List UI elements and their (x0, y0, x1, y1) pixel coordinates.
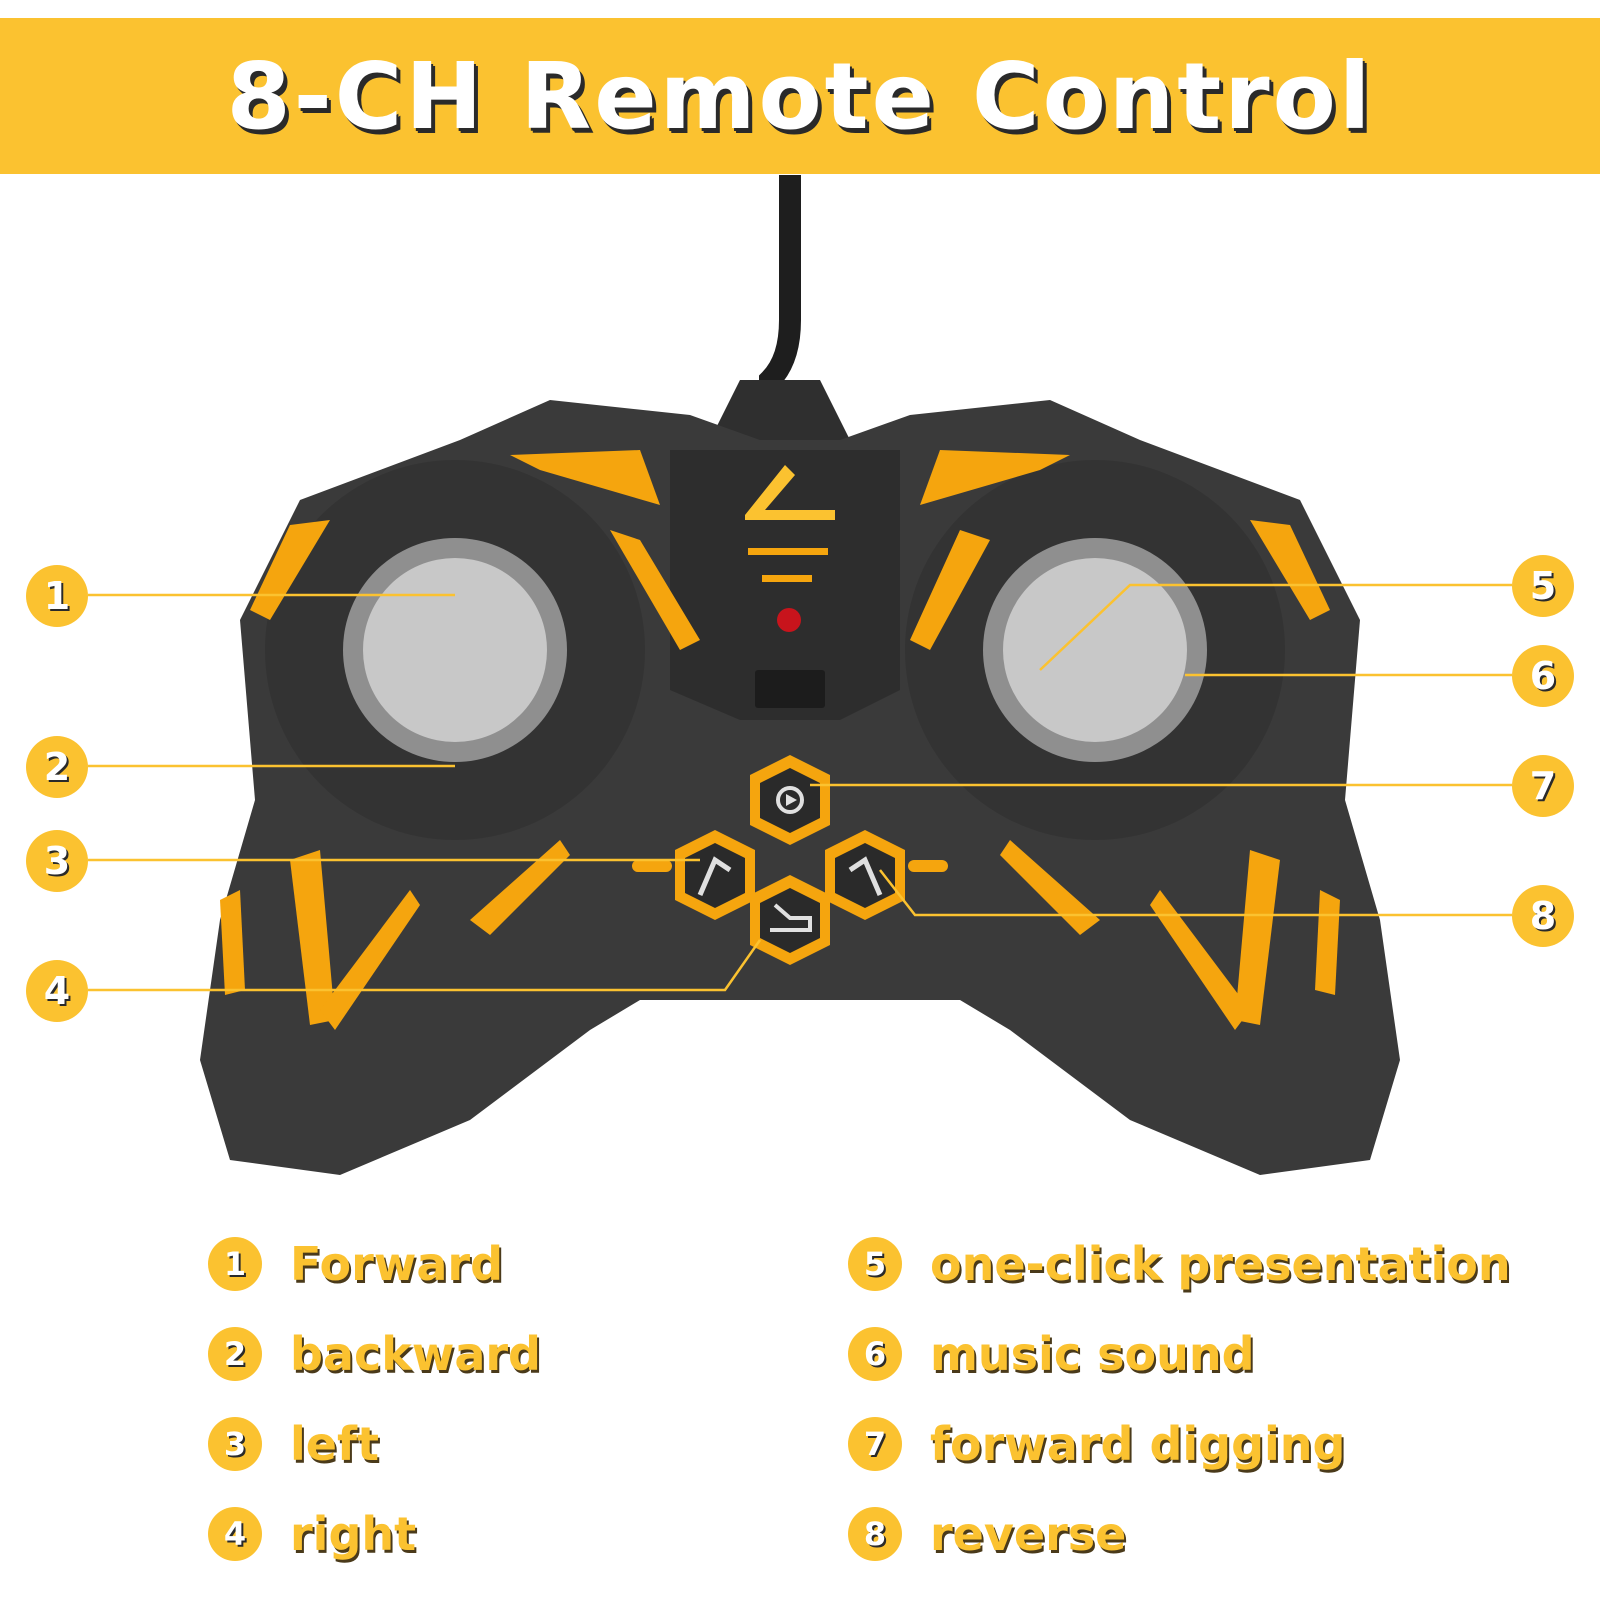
center-panel (670, 450, 900, 720)
body-accents (220, 450, 1340, 1030)
page-title: 8-CH Remote Control (226, 42, 1374, 150)
callout-lines (88, 583, 1512, 992)
callout-8: 8 (1512, 885, 1574, 947)
callout-7: 7 (1512, 755, 1574, 817)
gear-play-icon (776, 786, 804, 814)
controller-neck (710, 380, 850, 440)
antenna-cable (759, 175, 801, 400)
hex-button-cluster (632, 755, 948, 965)
indicator-stripe (748, 548, 828, 555)
right-joystick[interactable] (1003, 558, 1187, 742)
callout-5: 5 (1512, 555, 1574, 617)
excavator-icon (770, 903, 812, 932)
indicator-stripe (762, 575, 812, 582)
brand-logo-icon (745, 465, 835, 520)
power-switch[interactable] (755, 670, 825, 708)
callout-6: 6 (1512, 645, 1574, 707)
callout-3: 3 (26, 830, 88, 892)
excavator-arm-right-icon (848, 856, 883, 896)
button-4[interactable] (760, 888, 820, 953)
title-banner: 8-CH Remote Control (0, 18, 1600, 174)
excavator-arm-left-icon (697, 856, 732, 896)
callout-4: 4 (26, 960, 88, 1022)
left-joystick[interactable] (363, 558, 547, 742)
callout-2: 2 (26, 736, 88, 798)
callout-1: 1 (26, 565, 88, 627)
power-led-icon (777, 608, 801, 632)
